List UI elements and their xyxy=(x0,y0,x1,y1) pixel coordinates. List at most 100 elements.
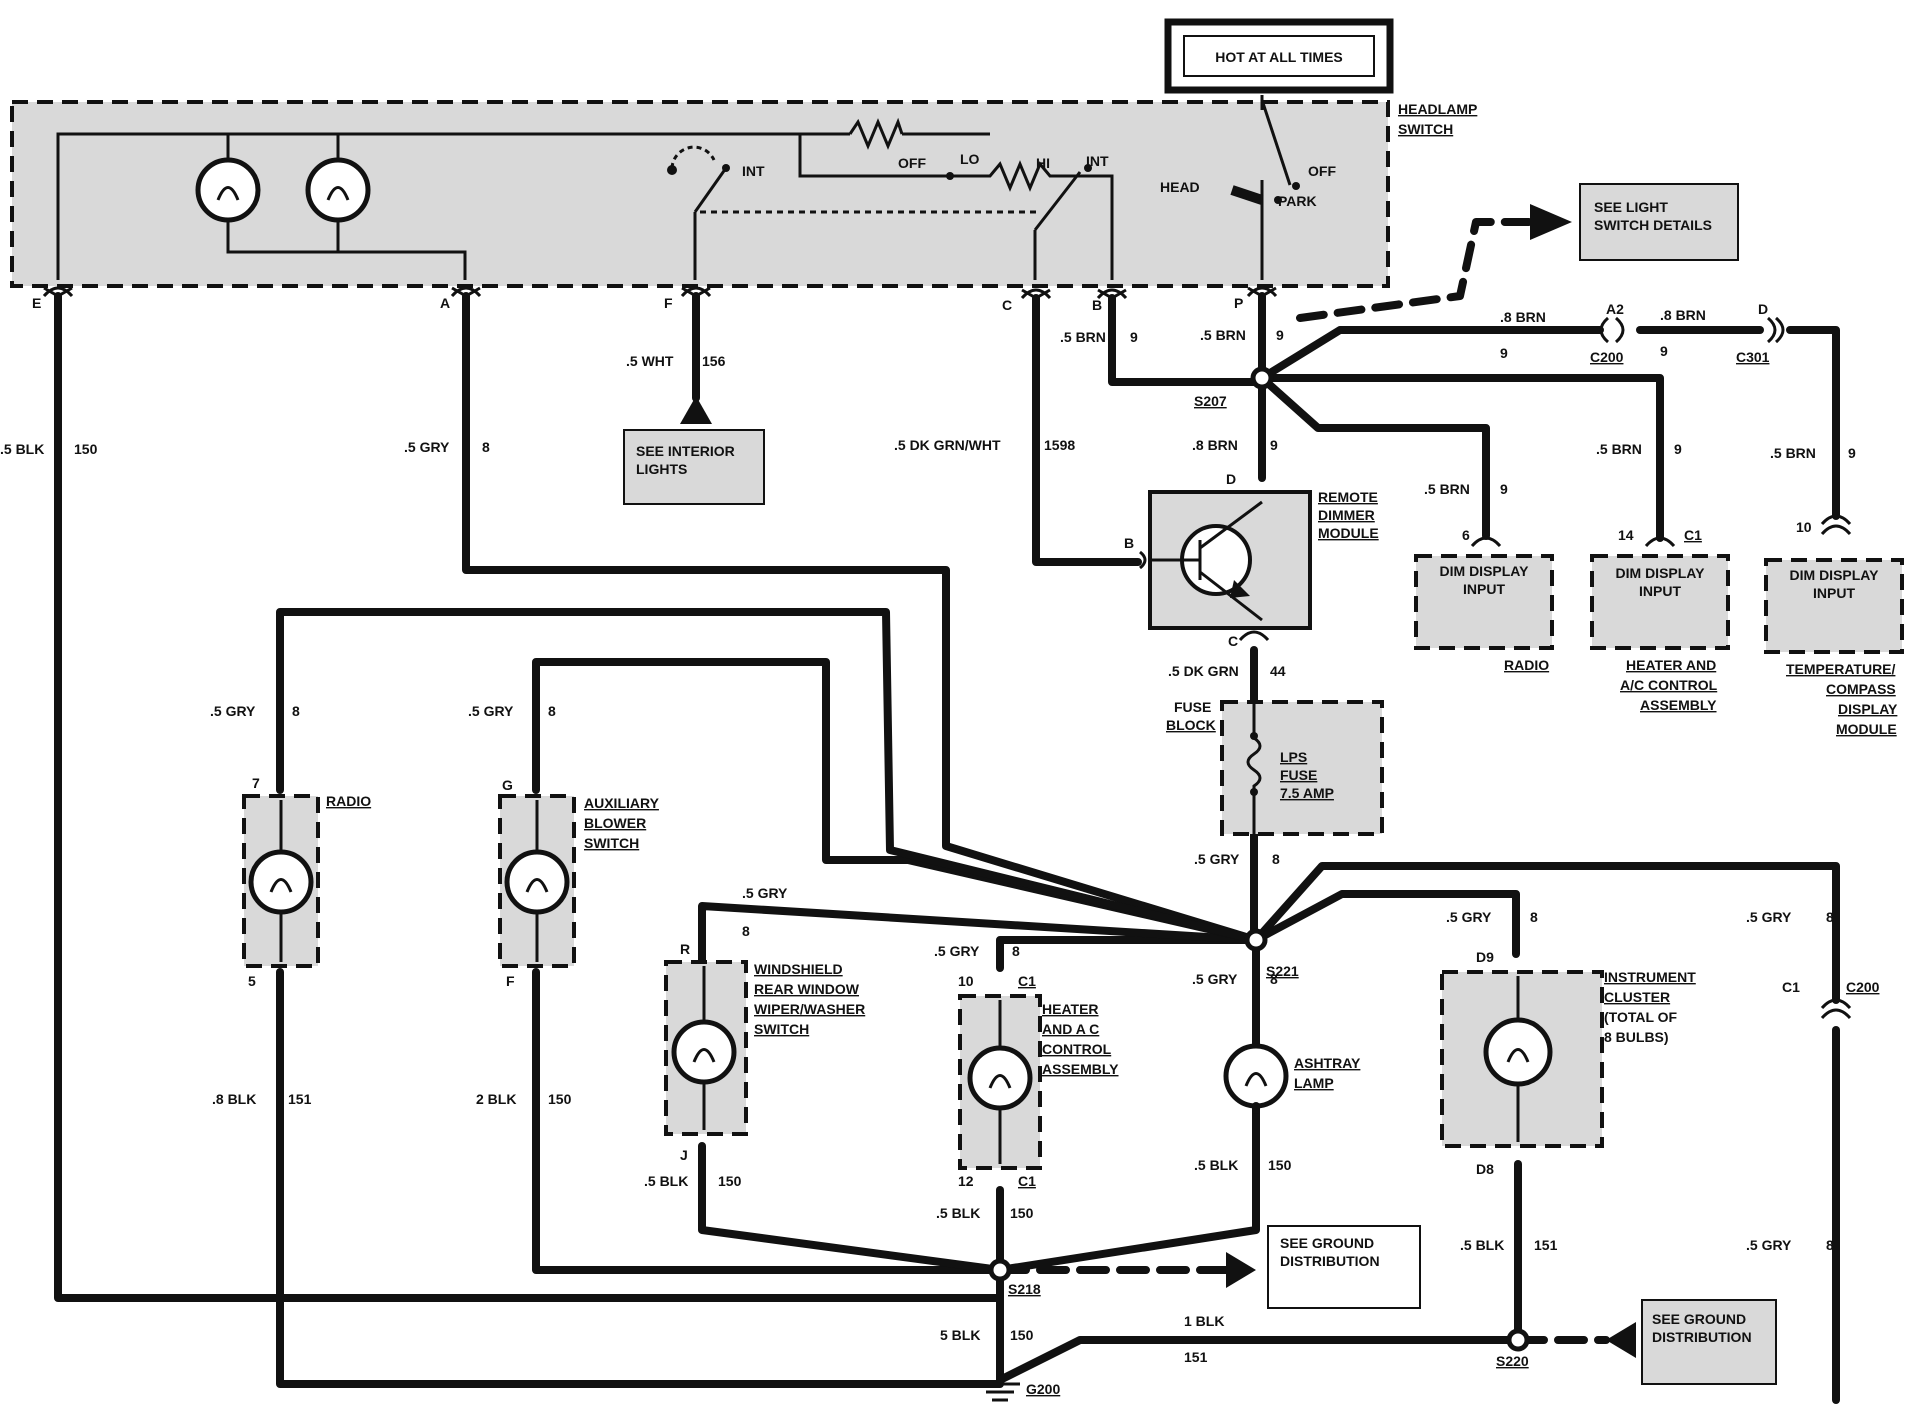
radio-name: RADIO xyxy=(326,793,371,809)
switch-pos-int-right: INT xyxy=(1086,153,1109,169)
splice-s218-label: S218 xyxy=(1008,1281,1041,1297)
radio-pin-bottom: 5 xyxy=(248,973,256,989)
see-ground-distribution-ref-2[interactable]: SEE GROUND DISTRIBUTION xyxy=(1606,1299,1777,1385)
terminal-c: C xyxy=(1002,297,1012,313)
aux-pin-top: G xyxy=(502,777,513,793)
dim-display-temp-caption-4: MODULE xyxy=(1836,721,1897,737)
wire-right-gry-circuit: 8 xyxy=(1826,909,1834,925)
dim-display-radio-line1: DIM DISPLAY xyxy=(1440,563,1530,579)
heater-name-4: ASSEMBLY xyxy=(1042,1061,1119,1077)
dim-display-heater-caption-1: HEATER AND xyxy=(1626,657,1716,673)
fuse-name-1: LPS xyxy=(1280,749,1307,765)
wire-cluster-in-gauge: .5 GRY xyxy=(1446,909,1492,925)
cluster-pin-bottom: D8 xyxy=(1476,1161,1494,1177)
heater-conn-bottom: C1 xyxy=(1018,1173,1036,1189)
dimmer-pin-b: B xyxy=(1124,535,1134,551)
wire-radio-dim-circuit: 9 xyxy=(1500,481,1508,497)
switch-pos-hi: HI xyxy=(1036,155,1050,171)
wire-radio-in-gauge: .5 GRY xyxy=(210,703,256,719)
wiper-name-4: SWITCH xyxy=(754,1021,809,1037)
wire-a-circuit: 8 xyxy=(482,439,490,455)
heater-pin-bottom: 12 xyxy=(958,1173,974,1189)
radio-lamp: 7 5 RADIO xyxy=(242,775,371,989)
switch-pos-park: PARK xyxy=(1278,193,1317,209)
see-ground-distribution-ref-1[interactable]: SEE GROUND DISTRIBUTION xyxy=(1226,1225,1421,1309)
wire-ashtray-in-circuit: 8 xyxy=(1270,971,1278,987)
wire-cluster-out-gauge: .5 BLK xyxy=(1460,1237,1504,1253)
conn-c200-right: C200 xyxy=(1846,979,1880,995)
splice-s218: S218 xyxy=(988,1258,1041,1297)
see-light-switch-details-ref[interactable]: SEE LIGHT SWITCH DETAILS xyxy=(1296,183,1739,322)
wire-right-gry-low-circuit: 8 xyxy=(1826,1237,1834,1253)
ashtray-name-1: ASHTRAY xyxy=(1294,1055,1361,1071)
ground-ref-1-line2: DISTRIBUTION xyxy=(1280,1253,1380,1269)
wire-radio-out-gauge: .8 BLK xyxy=(212,1091,256,1107)
dim-display-radio-pin: 6 xyxy=(1462,527,1470,543)
interior-lights-ref-line2: LIGHTS xyxy=(636,461,687,477)
dim-display-temp-line1: DIM DISPLAY xyxy=(1790,567,1880,583)
wire-a-gauge: .5 GRY xyxy=(404,439,450,455)
wire-fuse-out-circuit: 8 xyxy=(1272,851,1280,867)
conn-a2: A2 xyxy=(1606,301,1624,317)
wire-heater-dim-gauge: .5 BRN xyxy=(1596,441,1642,457)
wire-temp-dim-circuit: 9 xyxy=(1848,445,1856,461)
dim-display-temp-line2: INPUT xyxy=(1813,585,1855,601)
cluster-name-4: 8 BULBS) xyxy=(1604,1029,1669,1045)
dim-display-temp-pin: 10 xyxy=(1796,519,1812,535)
see-interior-lights-ref[interactable]: SEE INTERIOR LIGHTS xyxy=(623,292,765,505)
splice-s221: S221 xyxy=(1244,928,1299,979)
wiper-switch-lamp: R J WINDSHIELD REAR WINDOW WIPER/WASHER … xyxy=(664,941,865,1163)
dim-display-radio-line2: INPUT xyxy=(1463,581,1505,597)
conn-d: D xyxy=(1758,301,1768,317)
wire-dimmer-out-gauge: .5 DK GRN xyxy=(1168,663,1239,679)
switch-pos-off-right: OFF xyxy=(1308,163,1336,179)
terminal-e: E xyxy=(32,295,41,311)
cluster-name-1: INSTRUMENT xyxy=(1604,969,1696,985)
wire-radio-out-circuit: 151 xyxy=(288,1091,312,1107)
wiper-name-1: WINDSHIELD xyxy=(754,961,843,977)
heater-name-1: HEATER xyxy=(1042,1001,1099,1017)
wire-dimmer-in-circuit: 9 xyxy=(1270,437,1278,453)
instrument-cluster-lamp: D9 D8 INSTRUMENT CLUSTER (TOTAL OF 8 BUL… xyxy=(1440,949,1696,1177)
wire-wiper-in-gauge: .5 GRY xyxy=(742,885,788,901)
wire-heater-out-gauge: .5 BLK xyxy=(936,1205,980,1221)
wiper-pin-top: R xyxy=(680,941,690,957)
dim-display-temp-caption-1: TEMPERATURE/ xyxy=(1786,661,1896,677)
switch-pos-int-left: INT xyxy=(742,163,765,179)
cluster-pin-top: D9 xyxy=(1476,949,1494,965)
wire-labels: .5 BLK 150 .5 GRY 8 .5 WHT 156 .5 DK GRN… xyxy=(0,307,1856,1365)
wiper-name-2: REAR WINDOW xyxy=(754,981,860,997)
heater-name-2: AND A C xyxy=(1042,1021,1099,1037)
aux-name-3: SWITCH xyxy=(584,835,639,851)
wire-c-circuit: 1598 xyxy=(1044,437,1075,453)
wire-s218-g200-circuit: 150 xyxy=(1010,1327,1034,1343)
dim-display-heater-caption-3: ASSEMBLY xyxy=(1640,697,1717,713)
dimmer-name-1: REMOTE xyxy=(1318,489,1378,505)
dimmer-pin-c: C xyxy=(1228,633,1238,649)
inline-connectors: A2 C200 D C301 C1 C200 xyxy=(1590,301,1880,1020)
dimmer-name-3: MODULE xyxy=(1318,525,1379,541)
wire-top-d-gauge: .8 BRN xyxy=(1660,307,1706,323)
dim-display-heater-conn: C1 xyxy=(1684,527,1702,543)
wire-right-gry-gauge: .5 GRY xyxy=(1746,909,1792,925)
fuse-name-3: 7.5 AMP xyxy=(1280,785,1334,801)
light-switch-ref-line1: SEE LIGHT xyxy=(1594,199,1668,215)
remote-dimmer-module: D B C REMOTE DIMMER MODULE xyxy=(1124,471,1379,649)
wire-f-circuit: 156 xyxy=(702,353,726,369)
wire-g200-s220-circuit: 151 xyxy=(1184,1349,1208,1365)
conn-c301: C301 xyxy=(1736,349,1770,365)
dim-display-radio: DIM DISPLAY INPUT 6 RADIO xyxy=(1414,527,1554,673)
wire-p-circuit: 9 xyxy=(1276,327,1284,343)
hot-at-all-times-box: HOT AT ALL TIMES xyxy=(1164,18,1394,94)
terminal-f: F xyxy=(664,295,673,311)
dimmer-name-2: DIMMER xyxy=(1318,507,1375,523)
wire-top-a2-circuit: 9 xyxy=(1500,345,1508,361)
headlamp-switch-name-1: HEADLAMP xyxy=(1398,101,1477,117)
wire-e-gauge: .5 BLK xyxy=(0,441,44,457)
ashtray-lamp: ASHTRAY LAMP xyxy=(1223,1043,1361,1114)
heater-pin-top: 10 xyxy=(958,973,974,989)
wire-top-a2-gauge: .8 BRN xyxy=(1500,309,1546,325)
conn-c1-right: C1 xyxy=(1782,979,1800,995)
ground-g200-label: G200 xyxy=(1026,1381,1060,1397)
splice-s221-label: S221 xyxy=(1266,963,1299,979)
